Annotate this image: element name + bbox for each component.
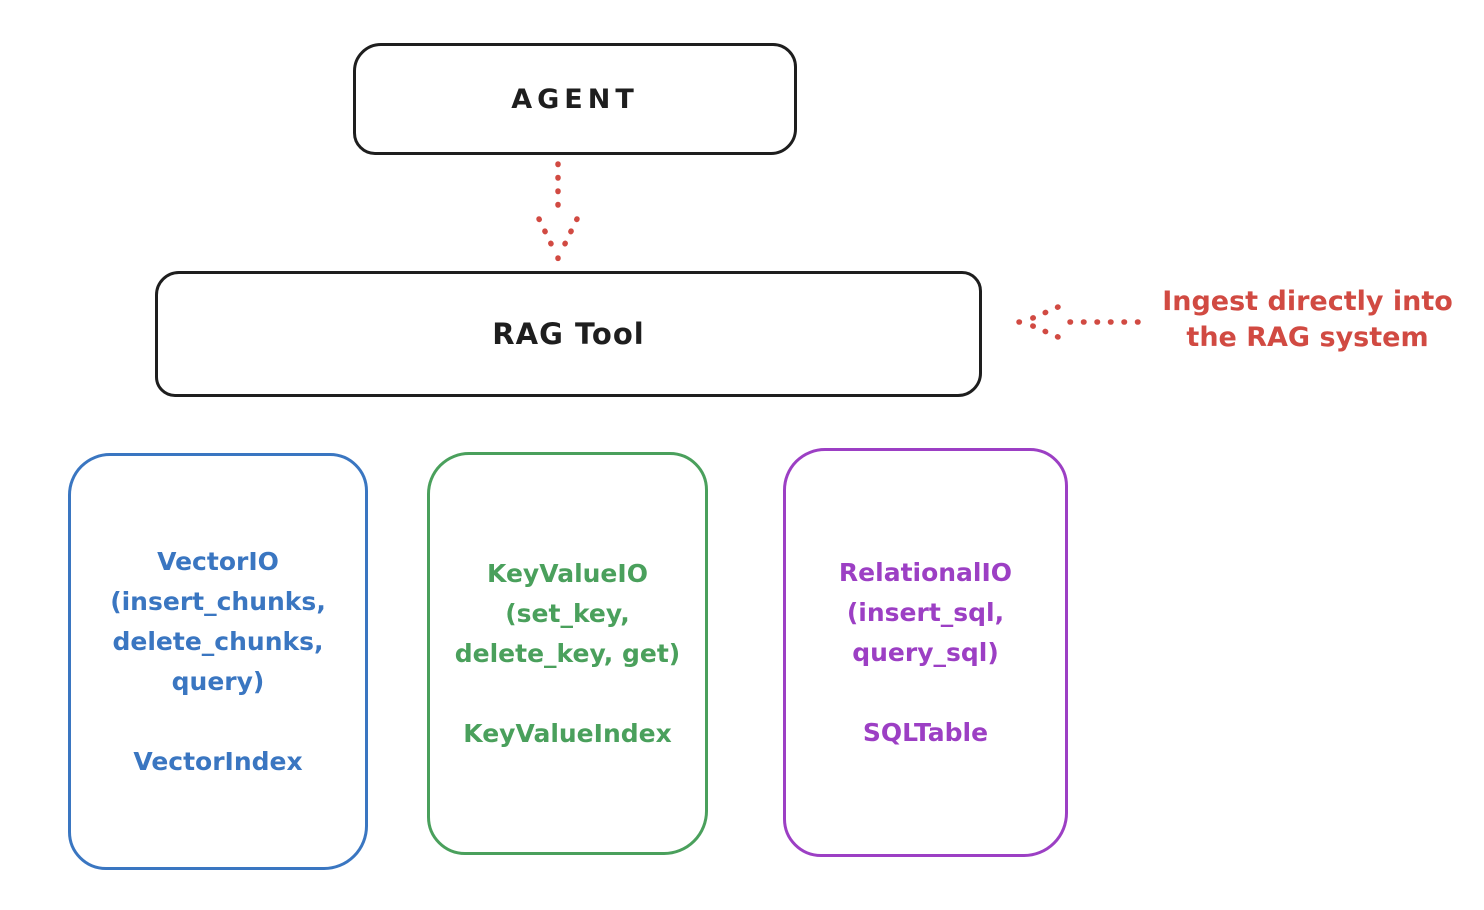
agent-box: AGENT [353,43,797,155]
rag-tool-box: RAG Tool [155,271,982,397]
io-box-line: (insert_sql, [846,597,1005,627]
io-box-line: RelationalIO [838,557,1013,587]
io-box-line: query_sql) [852,637,999,667]
rag-tool-label: RAG Tool [492,317,645,351]
ingest-arrow [1016,304,1141,340]
agent-label: AGENT [511,83,639,115]
relational-io-box: RelationalIO (insert_sql, query_sql) SQL… [783,448,1068,857]
io-box-line: query) [171,666,265,696]
vector-io-box: VectorIO (insert_chunks, delete_chunks, … [68,453,368,870]
io-box-line: delete_key, get) [454,638,681,668]
key-value-io-box: KeyValueIO (set_key, delete_key, get) Ke… [427,452,708,855]
io-box-footer: VectorIndex [133,746,303,776]
io-box-line: delete_chunks, [112,626,324,656]
io-box-footer: KeyValueIndex [463,718,672,748]
ingest-annotation: Ingest directly into the RAG system [1135,284,1480,356]
agent-to-rag-arrow [536,161,580,262]
io-box-line: (insert_chunks, [110,586,326,616]
io-box-line: VectorIO [157,546,279,576]
io-box-line: (set_key, [505,598,630,628]
ingest-annotation-line2: the RAG system [1186,322,1429,353]
ingest-annotation-line1: Ingest directly into [1162,286,1453,317]
io-box-line: KeyValueIO [487,558,648,588]
io-box-footer: SQLTable [862,717,989,747]
